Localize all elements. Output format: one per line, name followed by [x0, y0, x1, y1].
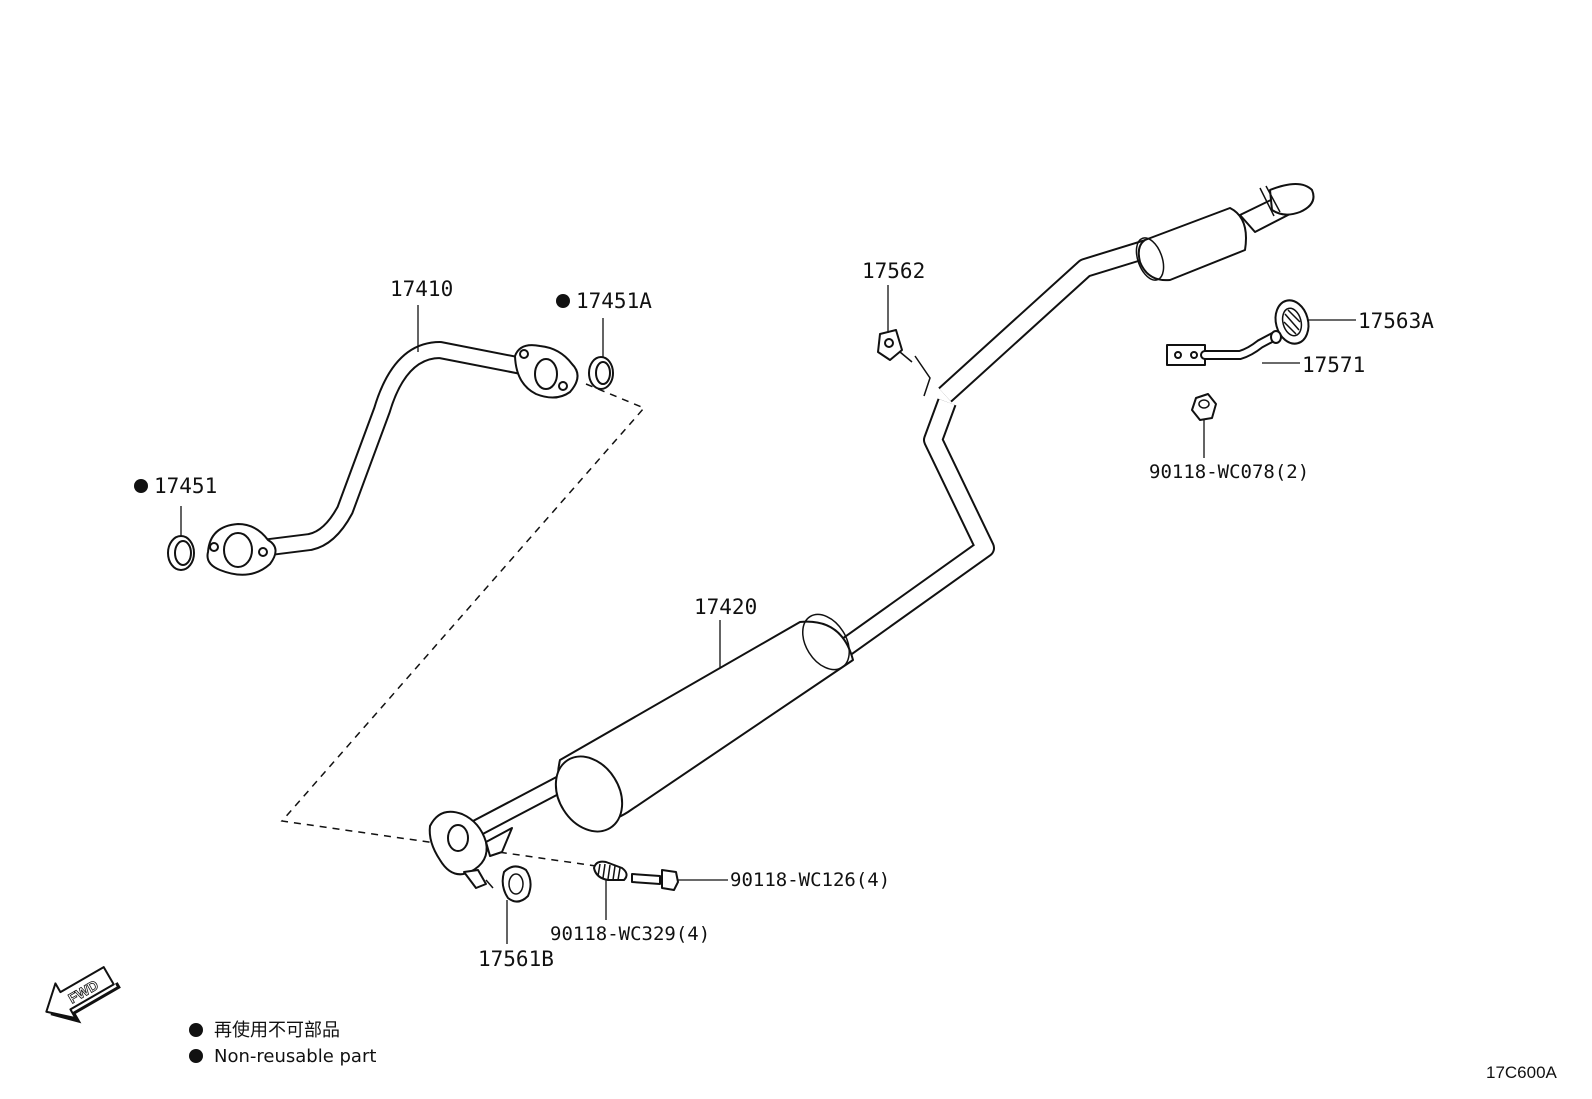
front-exhaust-pipe-17410[interactable]: [206, 341, 579, 576]
connection-dashed-line: [280, 383, 646, 869]
callout-17451: 17451: [154, 474, 217, 498]
non-reusable-dot-17451: [134, 479, 148, 493]
legend-en: Non-reusable part: [214, 1046, 376, 1067]
callout-17451a: 17451A: [576, 289, 652, 313]
nut-90118-wc078[interactable]: [1191, 393, 1217, 421]
legend-dot-jp: [189, 1023, 203, 1037]
hanger-17561b[interactable]: [501, 865, 532, 903]
callout-90118-wc078: 90118-WC078(2): [1149, 461, 1309, 483]
bracket-17562[interactable]: [877, 329, 913, 363]
gasket-17451a[interactable]: [588, 356, 614, 390]
callout-90118-wc126: 90118-WC126(4): [730, 869, 890, 891]
non-reusable-dot-17451a: [556, 294, 570, 308]
spring-90118-wc329[interactable]: [593, 860, 628, 881]
center-exhaust-pipe-17420[interactable]: [428, 183, 1315, 889]
callout-17571: 17571: [1302, 353, 1365, 377]
fwd-arrow-icon: FWD: [45, 966, 121, 1024]
diagram-code: 17C600A: [1486, 1063, 1558, 1082]
bracket-17571[interactable]: [1166, 330, 1282, 366]
callout-17410: 17410: [390, 277, 453, 301]
callout-17561b: 17561B: [478, 947, 554, 971]
callout-17562: 17562: [862, 259, 925, 283]
legend-dot-en: [189, 1049, 203, 1063]
callout-17563a: 17563A: [1358, 309, 1434, 333]
callout-90118-wc329: 90118-WC329(4): [550, 923, 710, 945]
bolt-90118-wc126[interactable]: [631, 869, 679, 891]
hanger-17563a[interactable]: [1271, 297, 1313, 348]
legend-jp: 再使用不可部品: [214, 1020, 340, 1041]
callout-17420: 17420: [694, 595, 757, 619]
gasket-17451[interactable]: [167, 535, 195, 571]
